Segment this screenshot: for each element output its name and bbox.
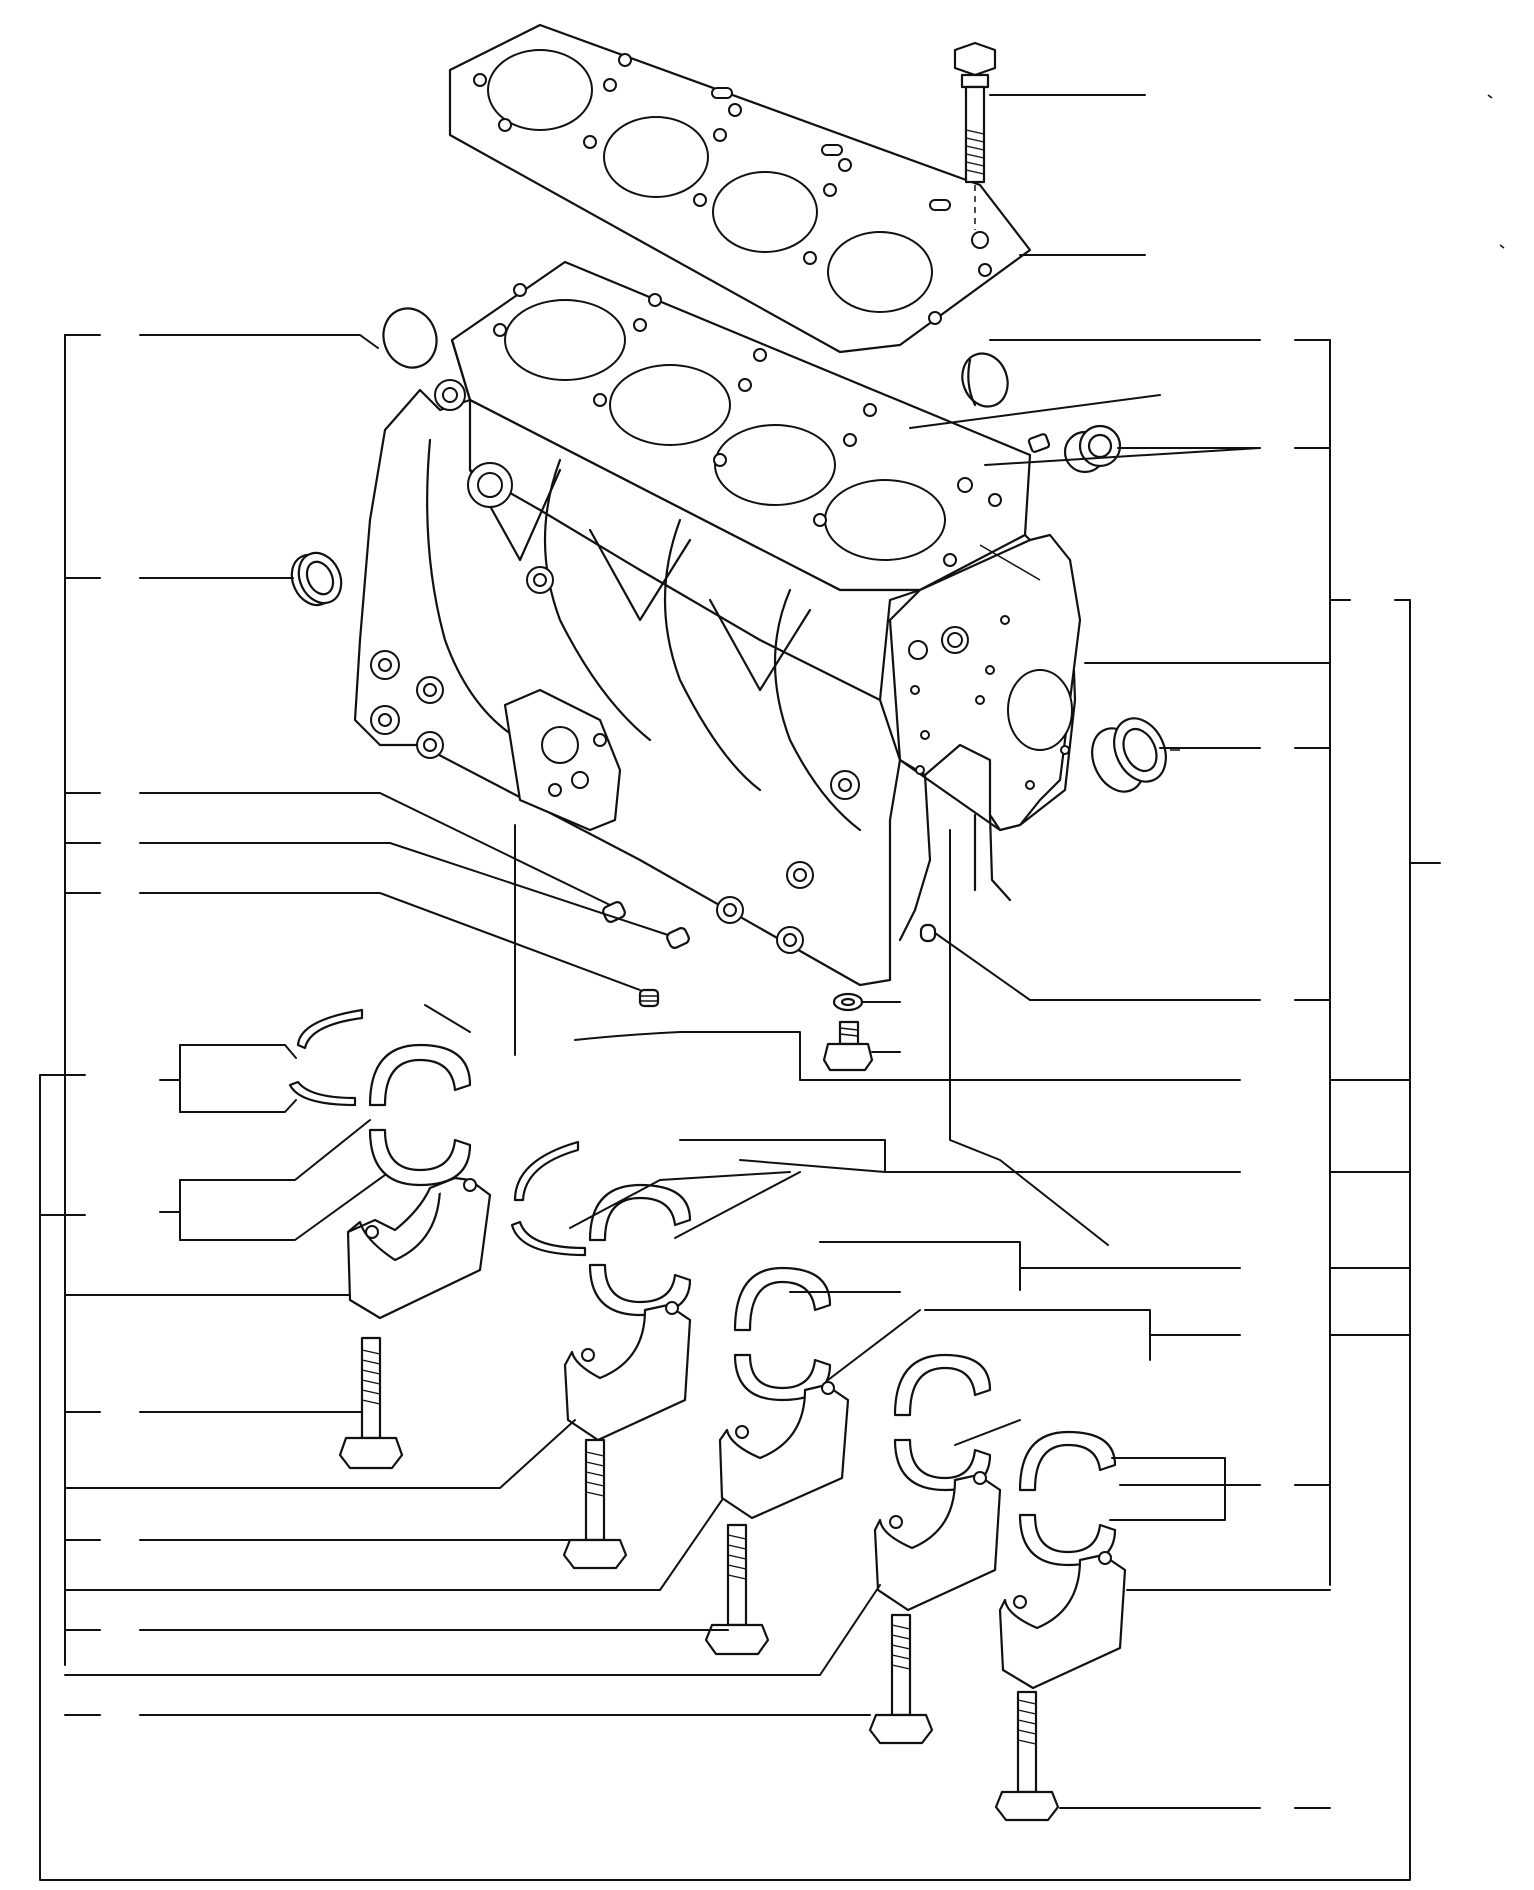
bearing-cap-4 xyxy=(873,1471,1002,1612)
cap-bolt-1 xyxy=(338,1336,404,1470)
cap-bolt-3 xyxy=(704,1523,770,1656)
small-plug-c xyxy=(638,988,660,1008)
cylinder-block xyxy=(353,260,1082,987)
small-plug-top xyxy=(1027,433,1051,453)
thrust-washers xyxy=(288,1008,587,1257)
expansion-plug-right xyxy=(961,352,1009,408)
cap-plug xyxy=(1063,424,1122,474)
main-bearing-3 xyxy=(733,1266,832,1402)
main-bearing-1 xyxy=(368,1043,472,1187)
main-bearing-2 xyxy=(588,1183,692,1317)
bearing-cap-5 xyxy=(998,1551,1127,1690)
head-bolt xyxy=(953,41,997,230)
cap-bolts xyxy=(338,1336,1060,1822)
main-bearing-caps xyxy=(346,1176,1127,1690)
rear-oil-seal-left xyxy=(290,551,343,607)
bearing-cap-1 xyxy=(346,1176,492,1320)
small-plug-b xyxy=(666,927,690,949)
cap-bolt-2 xyxy=(562,1438,628,1570)
bearing-cap-3 xyxy=(718,1381,850,1520)
margin-marks xyxy=(1170,94,1505,751)
washer xyxy=(832,992,864,1012)
cap-bolt-5 xyxy=(994,1690,1060,1822)
bearing-cap-2 xyxy=(563,1301,692,1442)
expansion-plug-left xyxy=(382,307,438,369)
leader-lines xyxy=(39,94,1441,1881)
dowel-pin xyxy=(919,923,937,943)
cylinder-head-gasket xyxy=(448,23,1032,354)
drain-plug xyxy=(822,1020,874,1072)
main-bearing-5 xyxy=(1018,1430,1117,1567)
bushing-right xyxy=(1091,717,1167,793)
cap-bolt-4 xyxy=(868,1613,934,1745)
main-bearings xyxy=(368,1043,1117,1567)
main-bearing-4 xyxy=(893,1353,992,1492)
